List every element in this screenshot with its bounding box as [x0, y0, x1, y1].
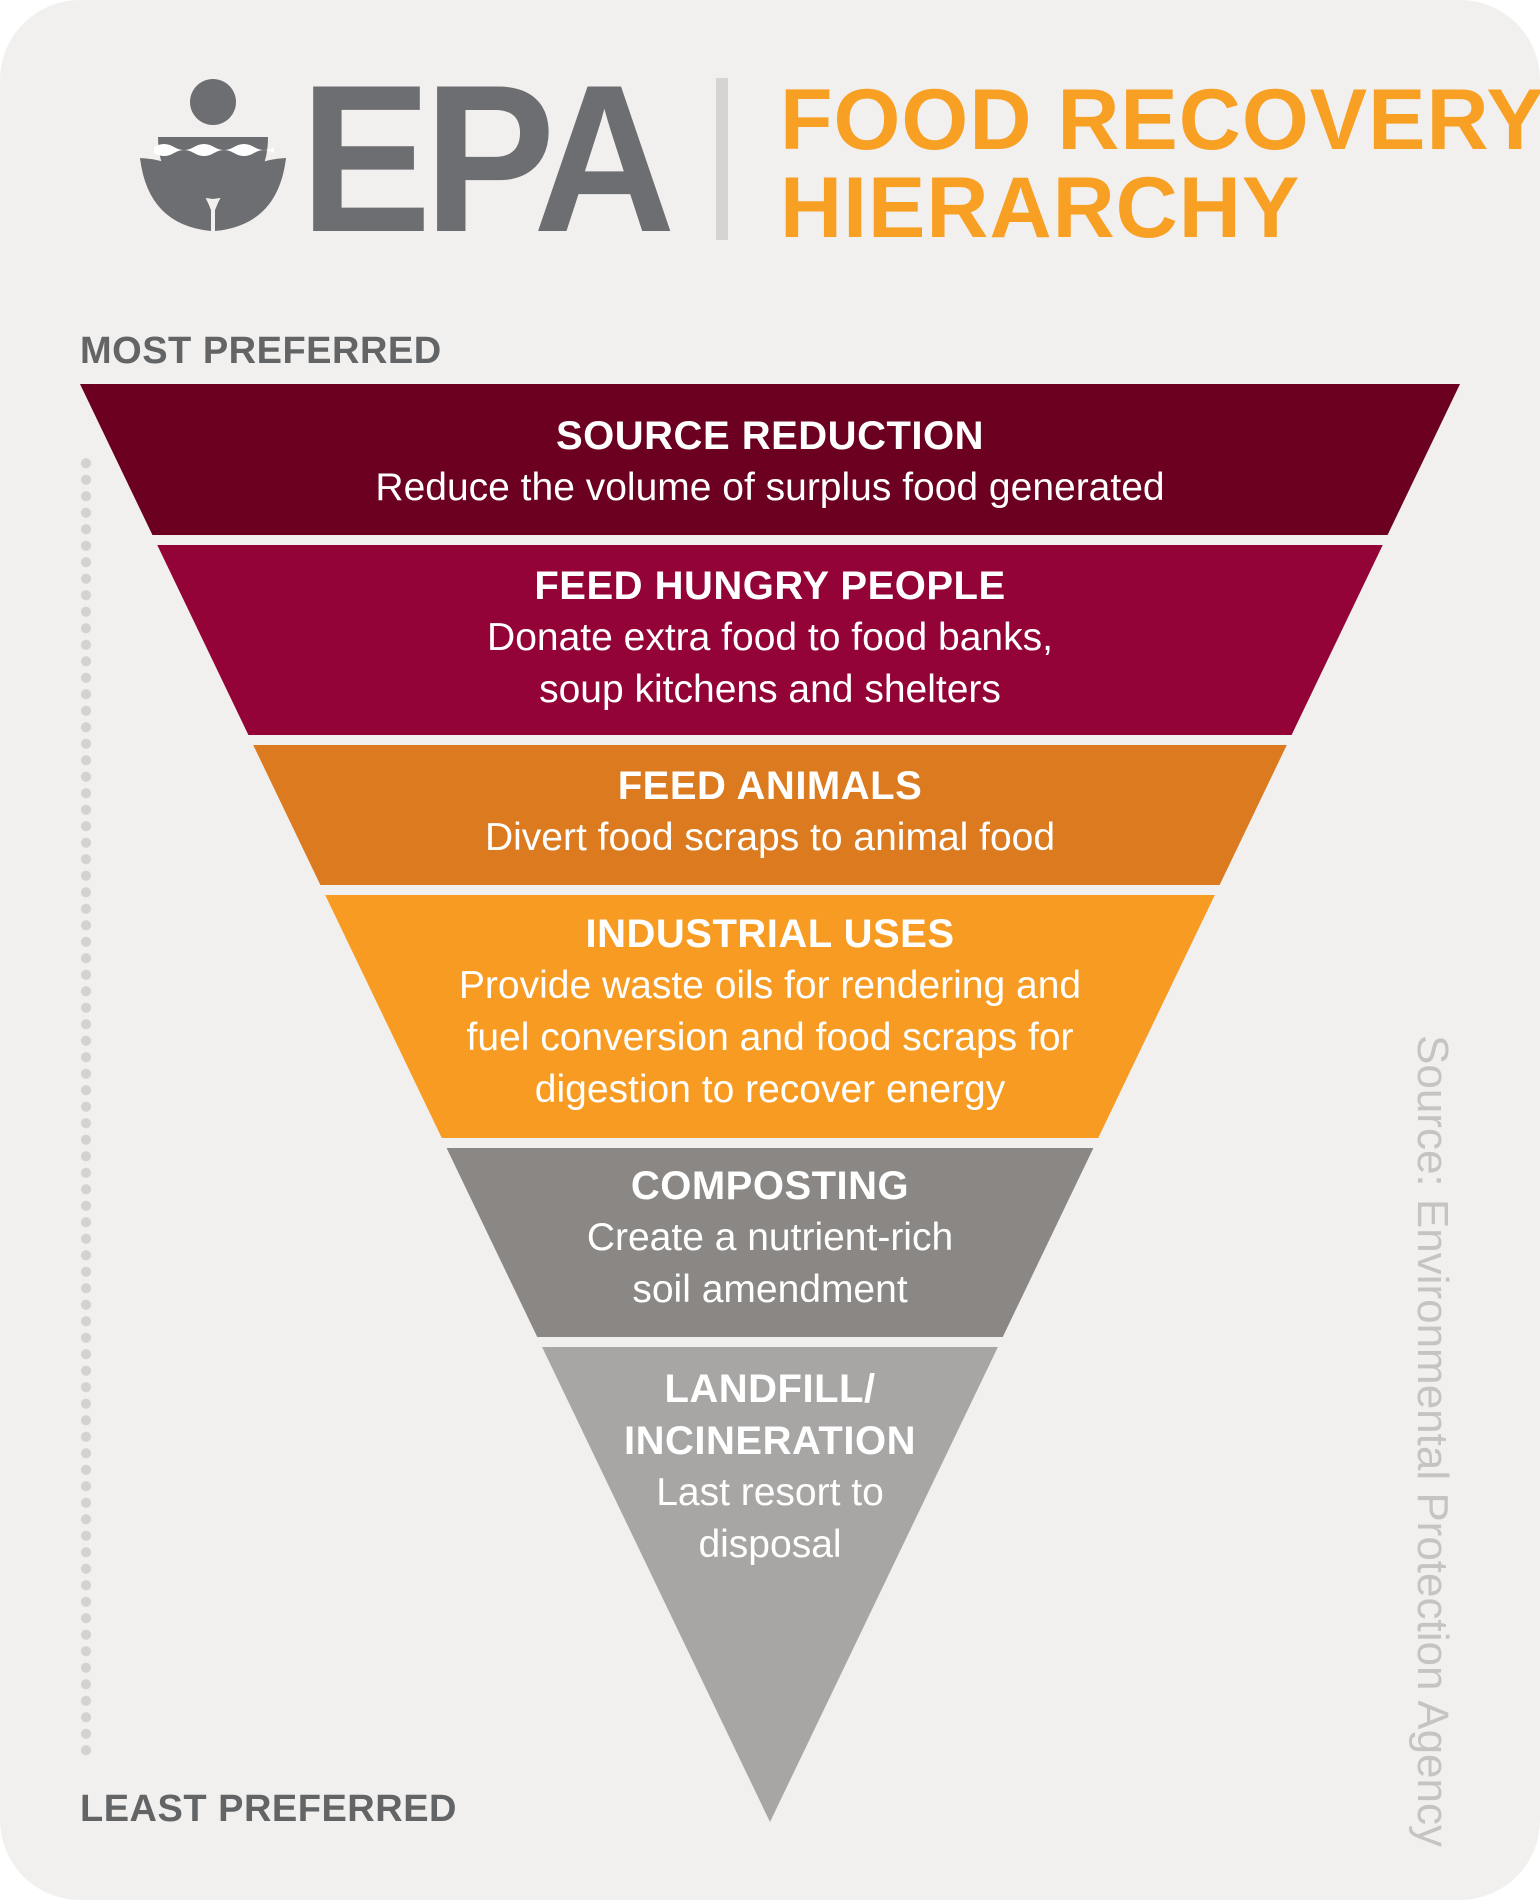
tier-composting: COMPOSTING Create a nutrient-rich soil ame… [0, 1160, 1540, 1316]
tier-description: digestion to recover energy [534, 1068, 1006, 1111]
page-title: FOOD RECOVERY HIERARCHY [780, 76, 1540, 252]
tier-source-reduction: SOURCE REDUCTION Reduce the volume of sur… [0, 410, 1540, 514]
epa-logo: EPA [140, 75, 679, 235]
tier-heading: INCINERATION [624, 1419, 916, 1463]
least-preferred-label: LEAST PREFERRED [80, 1788, 457, 1830]
tier-description: Divert food scraps to animal food [484, 816, 1056, 859]
tier-description: Create a nutrient-rich [586, 1216, 954, 1259]
tier-description: soup kitchens and shelters [539, 668, 1001, 711]
tier-band-source-reduction [80, 384, 1460, 535]
tier-band-composting [446, 1148, 1094, 1337]
preference-dotted-line [80, 455, 92, 1760]
tier-description: Provide waste oils for rendering and [458, 964, 1082, 1007]
tier-description: Donate extra food to food banks, [487, 616, 1053, 659]
title-line-1: FOOD RECOVERY [780, 72, 1540, 168]
tier-feed-hungry-people: FEED HUNGRY PEOPLE Donate extra food to f… [0, 560, 1540, 716]
tier-description: fuel conversion and food scraps for [466, 1016, 1074, 1059]
tier-description: Last resort to [656, 1471, 884, 1514]
tier-band-industrial-uses [325, 895, 1215, 1138]
tier-heading: FEED HUNGRY PEOPLE [534, 564, 1006, 608]
tier-industrial-uses: INDUSTRIAL USES Provide waste oils for re… [0, 908, 1540, 1116]
tier-heading: LANDFILL/ [664, 1367, 876, 1411]
tier-heading: COMPOSTING [630, 1164, 910, 1208]
tier-description: disposal [698, 1523, 842, 1566]
tier-heading: SOURCE REDUCTION [555, 414, 985, 458]
tier-heading: FEED ANIMALS [617, 764, 923, 808]
tier-band-feed-animals [253, 745, 1287, 885]
epa-logo-text: EPA [300, 75, 671, 235]
title-line-2: HIERARCHY [780, 160, 1301, 256]
tier-landfill-incineration: LANDFILL/INCINERATION Last resort to dispo… [0, 1363, 1540, 1571]
source-text: Source: Environmental Protection Agency [1408, 1035, 1457, 1848]
tier-description: soil amendment [632, 1268, 908, 1311]
most-preferred-label: MOST PREFERRED [80, 330, 442, 372]
header-divider [716, 78, 728, 240]
tier-description: Reduce the volume of surplus food genera… [375, 466, 1165, 509]
source-credit: Source: Environmental Protection Agency [1407, 1035, 1457, 1848]
tier-band-landfill-incineration [542, 1347, 998, 1822]
tier-band-feed-hungry-people [157, 545, 1383, 735]
tier-heading: INDUSTRIAL USES [585, 912, 955, 956]
tier-feed-animals: FEED ANIMALS Divert food scraps to animal… [0, 760, 1540, 864]
